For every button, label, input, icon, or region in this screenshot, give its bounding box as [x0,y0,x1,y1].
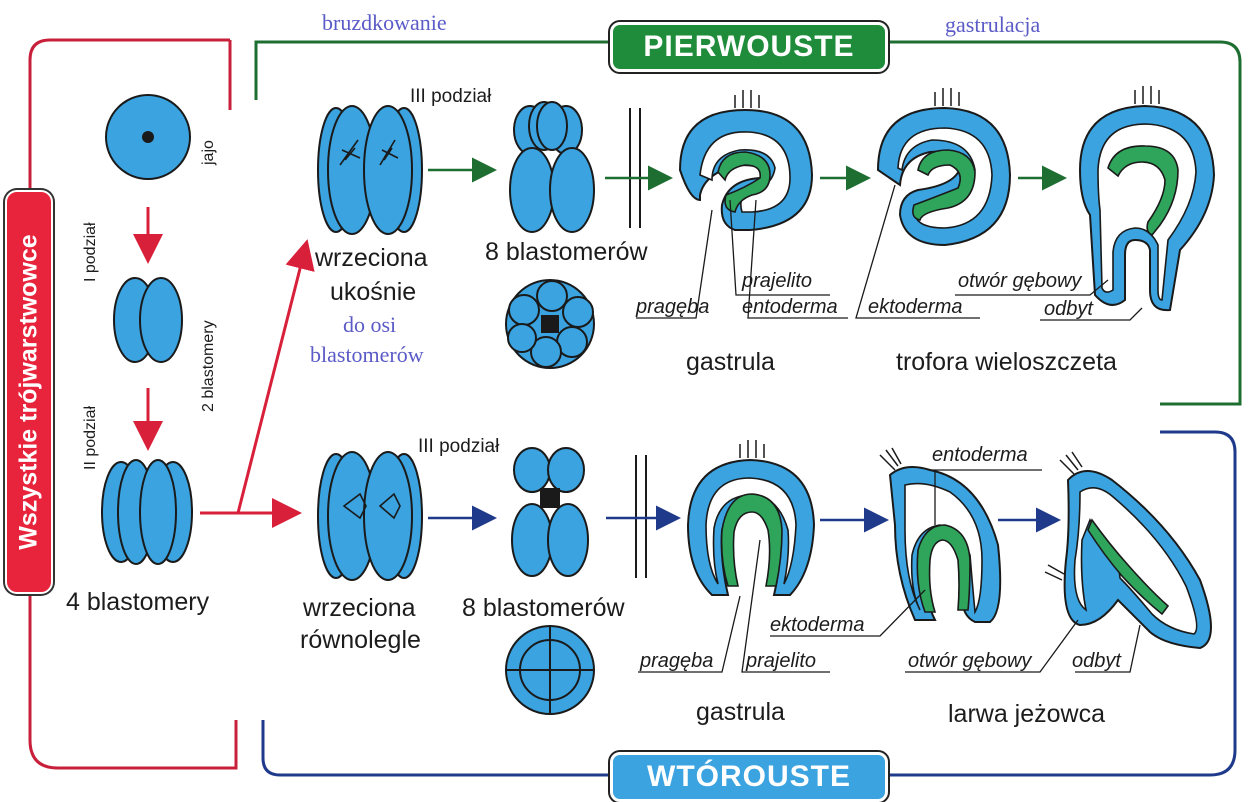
bottom-intermediate-larva [880,448,1000,622]
label-i-podzial: I podział [82,222,100,282]
two-blastomeres [114,278,182,362]
top-eight-cell-top-view [506,280,594,368]
banner-pierwouste: PIERWOUSTE [610,22,888,72]
label-2-blastomery: 2 blastomery [200,320,218,412]
label-larwa: larwa jeżowca [948,700,1105,729]
label-trofora: trofora wieloszczeta [896,348,1117,377]
arrow-to-top-row [238,245,306,513]
label-bottom-odbyt: odbyt [1072,650,1121,673]
label-bottom-rownolegle: równolegle [300,626,421,655]
label-blastomerow-note: blastomerów [310,342,424,368]
top-intermediate-larva [878,88,1010,245]
label-top-prajelito: prajelito [742,270,812,293]
egg-cell [106,95,190,179]
label-top-8-blastomerow: 8 blastomerów [485,238,648,267]
label-bottom-prageba: pragęba [640,650,713,673]
bottom-four-cell [318,452,422,580]
top-trochophore [1080,86,1214,310]
label-bottom-wrzeciona: wrzeciona [303,594,416,623]
label-bottom-otwor-gebowy: otwór gębowy [908,650,1031,673]
label-bottom-prajelito: prajelito [746,650,816,673]
label-bottom-8-blastomerow: 8 blastomerów [462,594,625,623]
label-bottom-entoderma: entoderma [932,444,1028,467]
label-top-prageba: pragęba [636,296,709,319]
label-bottom-ektoderma: ektoderma [770,614,865,637]
label-top-ukosnie: ukośnie [330,278,416,307]
label-do-osi: do osi [343,312,396,338]
label-bruzdkowanie: bruzdkowanie [322,10,447,36]
top-eight-cell-side [510,102,594,232]
label-top-ektoderma: ektoderma [868,296,963,319]
label-4-blastomery: 4 blastomery [66,588,209,617]
top-four-cell [318,106,422,234]
top-gastrula [680,90,812,230]
label-top-gastrula: gastrula [686,348,775,377]
label-bottom-gastrula: gastrula [696,698,785,727]
bottom-eight-cell-side [512,448,588,576]
side-banner-text: Wszystkie trójwarstwowce [15,234,44,549]
label-ii-podzial: II podział [82,406,100,470]
label-top-iii-podzial: III podział [410,86,491,108]
label-gastrulacja: gastrulacja [945,12,1040,38]
banner-wszystkie-trojwarstwowce: Wszystkie trójwarstwowce [5,190,53,594]
label-top-entoderma: entoderma [742,296,838,319]
label-top-odbyt: odbyt [1044,298,1093,321]
four-blastomeres [102,460,192,564]
label-top-otwor-gebowy: otwór gębowy [958,270,1081,293]
bottom-eight-cell-top-view [506,626,594,714]
banner-wtorouste: WTÓROUSTE [610,752,888,802]
bottom-pluteus-larva [1045,452,1211,648]
label-bottom-iii-podzial: III podział [418,436,499,458]
label-top-wrzeciona: wrzeciona [315,244,428,273]
label-jajo: jajo [200,140,218,165]
bottom-gastrula [688,440,814,595]
